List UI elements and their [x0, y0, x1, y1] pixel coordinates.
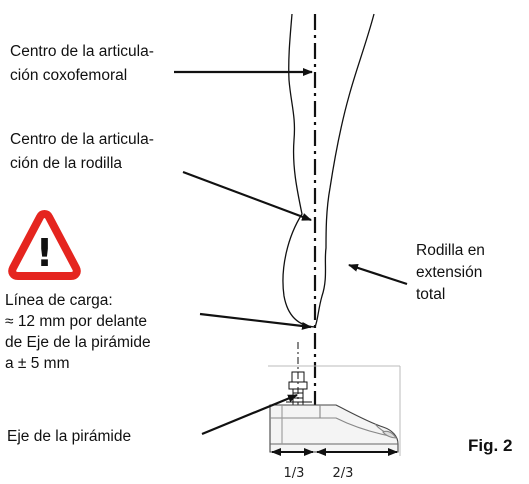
- warning-triangle-icon: !: [8, 210, 81, 280]
- knee-label-line2: ción de la rodilla: [10, 155, 122, 172]
- load-label-line4: a ± 5 mm: [5, 355, 70, 372]
- load-label-line1: Línea de carga:: [5, 292, 113, 309]
- load-pointer-arrow: [199, 312, 312, 330]
- thigh-outline-left: [282, 13, 316, 328]
- hip-label-line2: ción coxofemoral: [10, 67, 127, 84]
- knee-extension-label-line3: total: [416, 286, 445, 303]
- third-right-label: 2/3: [333, 466, 354, 481]
- knee-pointer-arrow: [182, 170, 312, 222]
- thigh-outline-right: [314, 13, 375, 328]
- knee-extension-label-line2: extensión: [416, 264, 482, 281]
- warning-exclamation: !: [36, 231, 53, 275]
- pyramid-axis-label: Eje de la pirámide: [7, 428, 131, 445]
- third-left-label: 1/3: [284, 466, 305, 481]
- hip-label-line1: Centro de la articula-: [10, 43, 154, 60]
- knee-label-line1: Centro de la articula-: [10, 131, 154, 148]
- load-label-line2: ≈ 12 mm por delante: [5, 313, 147, 330]
- knee-extension-label-line1: Rodilla en: [416, 242, 485, 259]
- pyramid-pointer-arrow: [201, 393, 298, 436]
- knee-extension-pointer-arrow: [348, 263, 408, 286]
- shoe-illustration: [269, 404, 399, 453]
- figure-label: Fig. 2: [468, 436, 512, 455]
- pyramid-adapter: [286, 371, 312, 406]
- load-label-line3: de Eje de la pirámide: [5, 334, 151, 351]
